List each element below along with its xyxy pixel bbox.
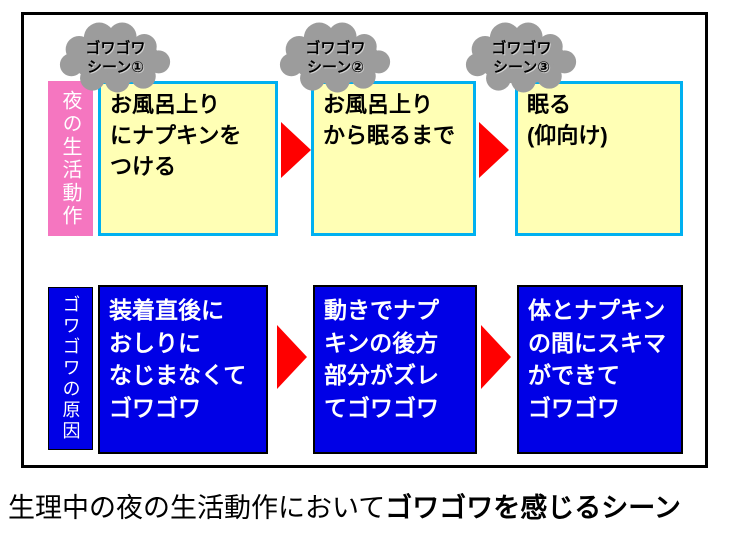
cloud-label-line2: シーン① [87,59,144,76]
scene-box-2: お風呂上り から眠るまで [311,81,476,236]
cause-box-1: 装着直後に おしりに なじまなくて ゴワゴワ [98,285,268,454]
arrow-right-icon [481,325,511,389]
cloud-label-line2: シーン③ [493,59,550,76]
cloud-label-line2: シーン② [307,59,364,76]
arrow-right-icon [277,325,307,389]
caption: 生理中の夜の生活動作においてゴワゴワを感じるシーン [8,486,681,525]
scene-box-3: 眠る (仰向け) [515,81,683,236]
arrow-right-icon [281,122,311,178]
cloud-label-line1: ゴワゴワ [491,39,552,57]
cloud-label: ゴワゴワ シーン① [58,22,173,94]
cause-box-2: 動きでナプ キンの後方 部分がズレ てゴワゴワ [313,285,477,454]
scene-cloud-1: ゴワゴワ シーン① [58,22,173,94]
arrow-right-icon [479,122,509,178]
cloud-label: ゴワゴワ シーン③ [464,22,579,94]
cloud-icon [465,22,577,93]
cloud-label-line1: ゴワゴワ [85,39,146,57]
caption-normal: 生理中の夜の生活動作において [8,493,386,523]
cause-box-3: 体とナプキン の間にスキマ ができて ゴワゴワ [517,285,683,454]
row-label-gowagowa-cause: ゴワゴワの原因 [48,287,93,450]
cloud-icon [279,22,391,93]
scene-cloud-3: ゴワゴワ シーン③ [464,22,579,94]
scene-box-1: お風呂上り にナプキンを つける [98,81,278,236]
cloud-icon [59,22,171,93]
row-label-night-activities: 夜の生活動作 [48,81,93,236]
scene-cloud-2: ゴワゴワ シーン② [278,22,393,94]
caption-bold: ゴワゴワを感じるシーン [385,493,681,523]
cloud-label-line1: ゴワゴワ [305,39,366,57]
cloud-label: ゴワゴワ シーン② [278,22,393,94]
